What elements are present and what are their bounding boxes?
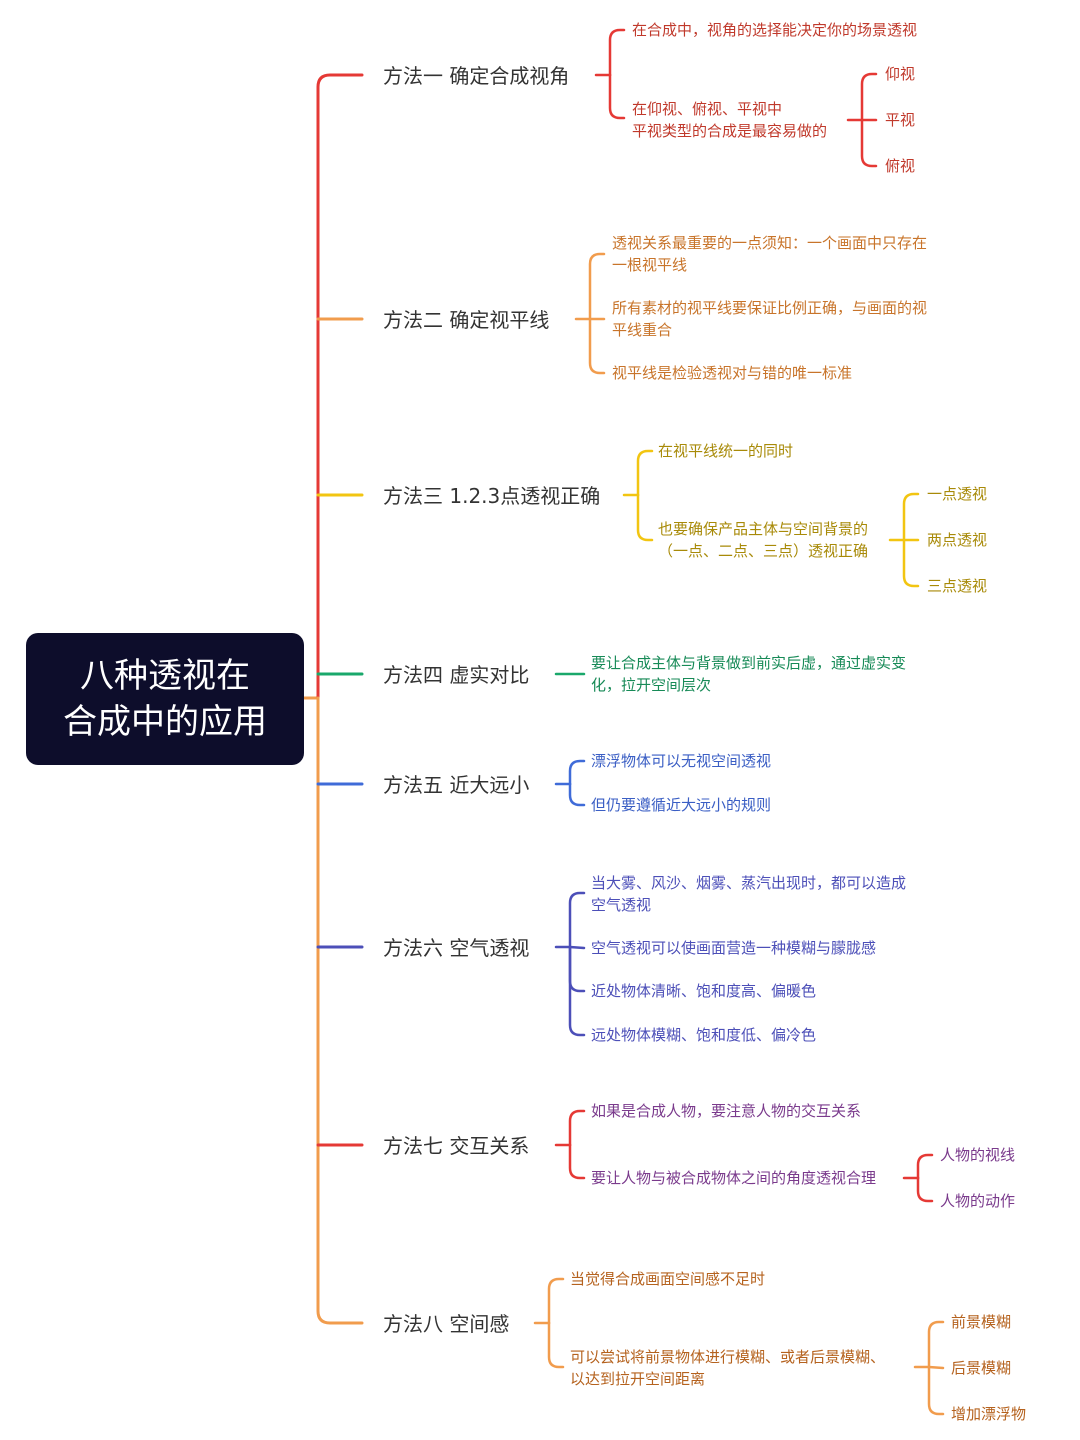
m3-sub-brace-branch-1	[902, 492, 920, 542]
leaf-line: 一根视平线	[612, 256, 688, 274]
method-5-leaf-2[interactable]: 但仍要遵循近大远小的规则	[591, 796, 772, 814]
method-8-sub-1[interactable]: 前景模糊	[951, 1313, 1012, 1331]
leaf-line: 空气透视	[591, 896, 652, 914]
method-7-leaf-1[interactable]: 如果是合成人物，要注意人物的交互关系	[591, 1102, 862, 1120]
method-6-leaf-1[interactable]: 当大雾、风沙、烟雾、蒸汽出现时，都可以造成 空气透视	[591, 872, 906, 916]
method-4-node[interactable]: 方法四 虚实对比	[383, 663, 530, 687]
method-8-sub-3[interactable]: 增加漂浮物	[951, 1405, 1027, 1423]
method-7-sub-1[interactable]: 人物的视线	[940, 1146, 1016, 1164]
leaf-line: 也要确保产品主体与空间背景的	[658, 520, 869, 538]
method-3-leaf-1[interactable]: 在视平线统一的同时	[658, 442, 794, 460]
leaf-line: 平线重合	[612, 321, 673, 339]
leaf-line: 所有素材的视平线要保证比例正确，与画面的视	[612, 299, 928, 317]
m8-sub-brace-branch-1	[927, 1320, 945, 1369]
root-title-line1: 八种透视在	[80, 656, 250, 696]
leaf-line: 透视关系最重要的一点须知：一个画面中只存在	[612, 234, 928, 252]
method-3-leaf-2[interactable]: 也要确保产品主体与空间背景的 （一点、二点、三点）透视正确	[658, 518, 868, 562]
method-6-node[interactable]: 方法六 空气透视	[383, 936, 530, 960]
method-7-leaf-2[interactable]: 要让人物与被合成物体之间的角度透视合理	[591, 1169, 877, 1187]
m6-brace-branch-4	[568, 945, 586, 1037]
method-1-sub-1[interactable]: 仰视	[885, 65, 916, 83]
m6-brace-branch-3	[568, 945, 586, 993]
m1-sub-brace-branch-1	[860, 72, 878, 122]
m8-brace-branch-2	[547, 1321, 565, 1369]
m7-brace-branch-2	[568, 1143, 586, 1180]
method-2-node[interactable]: 方法二 确定视平线	[383, 308, 550, 332]
method-5-leaf-1[interactable]: 漂浮物体可以无视空间透视	[591, 752, 772, 770]
m2-brace-branch-1	[588, 252, 606, 321]
leaf-line: 要让合成主体与背景做到前实后虚，通过虚实变	[591, 654, 907, 672]
root-title-line2: 合成中的应用	[63, 702, 267, 742]
method-1-leaf-2[interactable]: 在仰视、俯视、平视中 平视类型的合成是最容易做的	[632, 98, 827, 142]
m6-brace-branch-1	[568, 891, 586, 949]
method-1-leaf-1[interactable]: 在合成中，视角的选择能决定你的场景透视	[632, 21, 918, 39]
method-7-sub-2[interactable]: 人物的动作	[940, 1192, 1016, 1210]
method-2-leaf-2[interactable]: 所有素材的视平线要保证比例正确，与画面的视 平线重合	[612, 297, 927, 341]
m3-sub-brace-branch-3	[902, 538, 920, 588]
root-node[interactable]: 八种透视在 合成中的应用	[26, 633, 304, 765]
leaf-line: 当大雾、风沙、烟雾、蒸汽出现时，都可以造成	[591, 874, 907, 892]
method-6-leaf-3[interactable]: 近处物体清晰、饱和度高、偏暖色	[591, 982, 817, 1000]
leaf-line: 化，拉开空间层次	[591, 676, 712, 694]
method-8-leaf-2[interactable]: 可以尝试将前景物体进行模糊、或者后景模糊、 以达到拉开空间距离	[570, 1346, 885, 1390]
method-1-node[interactable]: 方法一 确定合成视角	[383, 64, 570, 88]
m8-sub-brace-branch-2	[927, 1365, 945, 1370]
m1-sub-brace-branch-3	[860, 118, 878, 168]
method-8-leaf-1[interactable]: 当觉得合成画面空间感不足时	[570, 1270, 766, 1288]
m8-sub-brace-branch-3	[927, 1365, 945, 1416]
method-2-leaf-1[interactable]: 透视关系最重要的一点须知：一个画面中只存在 一根视平线	[612, 232, 927, 276]
m3-brace-branch-2	[636, 493, 654, 542]
method-7-node[interactable]: 方法七 交互关系	[383, 1134, 530, 1158]
method-1-sub-3[interactable]: 俯视	[885, 157, 916, 175]
leaf-line: 可以尝试将前景物体进行模糊、或者后景模糊、	[570, 1348, 886, 1366]
method-5-node[interactable]: 方法五 近大远小	[383, 773, 530, 797]
method-6-leaf-2[interactable]: 空气透视可以使画面营造一种模糊与朦胧感	[591, 939, 877, 957]
m7-sub-brace-branch-1	[916, 1153, 934, 1180]
root-title: 八种透视在 合成中的应用	[63, 653, 267, 745]
trunk-upper	[316, 73, 364, 700]
leaf-line: 平视类型的合成是最容易做的	[632, 122, 828, 140]
m7-brace-branch-1	[568, 1109, 586, 1147]
leaf-line: （一点、二点、三点）透视正确	[658, 542, 869, 560]
method-3-node[interactable]: 方法三 1.2.3点透视正确	[383, 484, 601, 508]
method-3-sub-1[interactable]: 一点透视	[927, 485, 988, 503]
m8-brace-branch-1	[547, 1277, 565, 1325]
method-3-sub-2[interactable]: 两点透视	[927, 531, 988, 549]
trunk-lower	[316, 696, 364, 1325]
method-3-sub-3[interactable]: 三点透视	[927, 577, 988, 595]
m3-brace-branch-1	[636, 449, 654, 497]
method-1-sub-2[interactable]: 平视	[885, 111, 916, 129]
m1-brace-branch-2	[608, 73, 626, 120]
m1-brace-branch-1	[608, 28, 626, 77]
method-8-sub-2[interactable]: 后景模糊	[951, 1359, 1012, 1377]
m5-brace-branch-2	[568, 782, 586, 807]
leaf-line: 在仰视、俯视、平视中	[632, 100, 783, 118]
method-2-leaf-3[interactable]: 视平线是检验透视对与错的唯一标准	[612, 364, 853, 382]
m7-sub-brace-branch-2	[916, 1176, 934, 1203]
method-4-leaf-1[interactable]: 要让合成主体与背景做到前实后虚，通过虚实变 化，拉开空间层次	[591, 652, 906, 696]
method-8-node[interactable]: 方法八 空间感	[383, 1312, 510, 1336]
leaf-line: 以达到拉开空间距离	[570, 1370, 706, 1388]
m2-brace-branch-3	[588, 317, 606, 375]
method-6-leaf-4[interactable]: 远处物体模糊、饱和度低、偏冷色	[591, 1026, 817, 1044]
m6-brace-branch-2	[568, 945, 586, 950]
m5-brace-branch-1	[568, 759, 586, 786]
